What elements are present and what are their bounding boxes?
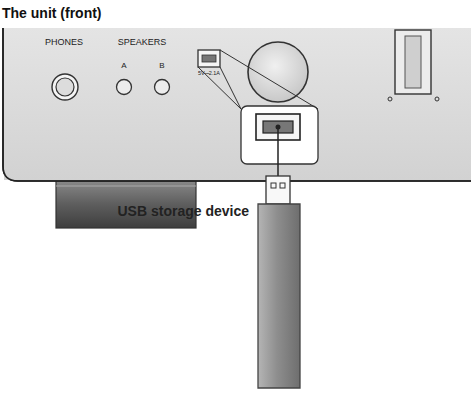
device-label: USB storage device [118,204,250,219]
jack-label: PHONES [45,38,83,48]
group-label: SPEAKERS [118,38,167,48]
front-panel [3,28,471,181]
usb-stick-body [258,204,300,388]
figure-title: The unit (front) [2,6,102,21]
usb-port [198,50,220,67]
speaker-b-button [155,80,170,95]
button-label: B [159,62,164,71]
speaker-a-button [117,80,132,95]
selector-switch [395,30,431,94]
rating-label: 5V⎓2.1A [198,70,220,76]
button-label: A [121,62,126,71]
phones-jack [52,74,78,100]
insert-line [277,127,279,176]
zoom-box [241,106,318,164]
zoom-line [198,67,241,109]
usb-connector [266,176,290,204]
